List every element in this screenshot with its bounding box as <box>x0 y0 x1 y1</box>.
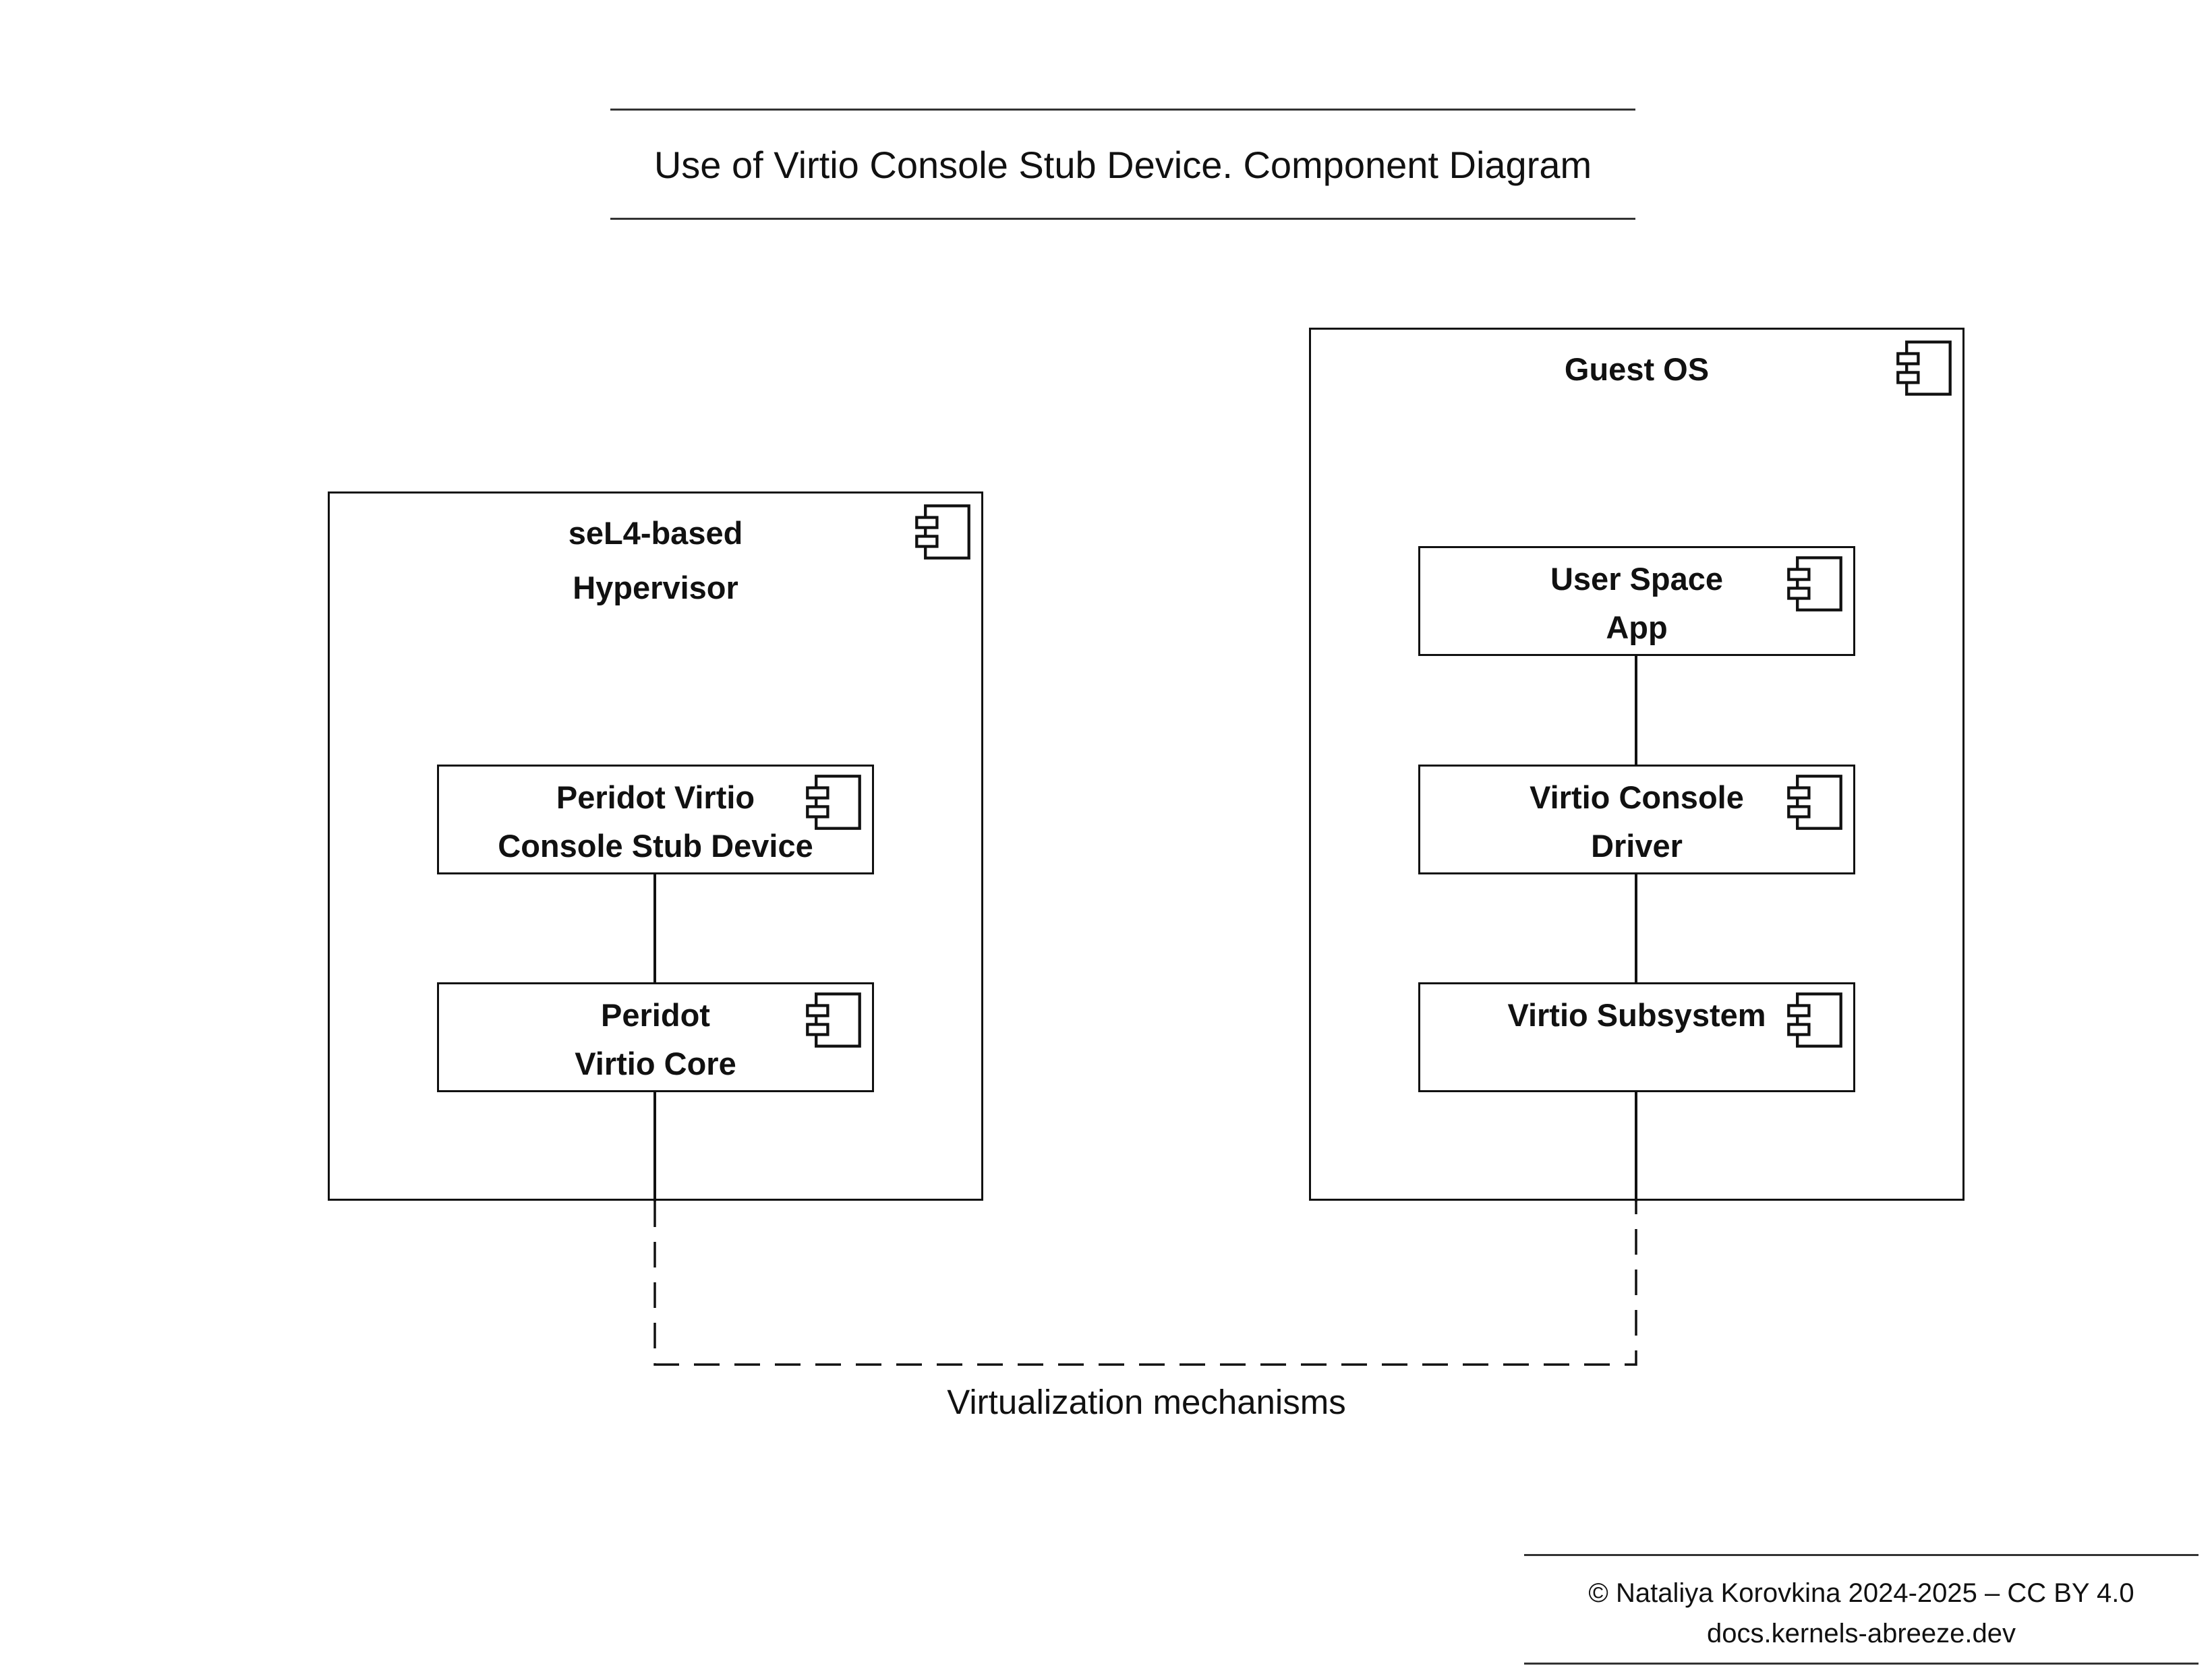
virtio-subsystem-component: Virtio Subsystem <box>1418 982 1855 1092</box>
console-driver-label: Virtio Console Driver <box>1530 779 1744 864</box>
footer-rule-top <box>1524 1554 2199 1556</box>
footer-copyright: © Nataliya Korovkina 2024-2025 – CC BY 4… <box>1588 1578 2134 1608</box>
title-rule-top <box>610 109 1635 111</box>
title-rule-bottom <box>610 218 1635 220</box>
component-icon <box>806 775 861 830</box>
user-app-component: User Space App <box>1418 546 1855 656</box>
connector-driver-to-subsystem <box>1635 874 1637 983</box>
component-icon <box>1787 992 1842 1048</box>
guest-os-label: Guest OS <box>1564 351 1710 387</box>
connector-app-to-driver <box>1635 656 1637 765</box>
component-icon <box>1787 775 1842 830</box>
virtio-subsystem-label: Virtio Subsystem <box>1507 997 1766 1033</box>
footer-site: docs.kernels-abreeze.dev <box>1706 1619 2016 1648</box>
virtio-core-label: Peridot Virtio Core <box>575 997 736 1081</box>
virtio-core-component: Peridot Virtio Core <box>437 982 874 1092</box>
connector-core-down <box>653 1092 656 1201</box>
connector-stub-to-core <box>653 874 656 983</box>
stub-device-label: Peridot Virtio Console Stub Device <box>498 779 813 864</box>
component-icon <box>1787 556 1842 611</box>
connector-subsystem-down <box>1635 1092 1637 1201</box>
hypervisor-label: seL4-based Hypervisor <box>568 515 743 605</box>
connection-label: Virtualization mechanisms <box>947 1383 1346 1421</box>
component-icon <box>806 992 861 1048</box>
stub-device-component: Peridot Virtio Console Stub Device <box>437 765 874 874</box>
component-icon <box>1896 340 1952 396</box>
console-driver-component: Virtio Console Driver <box>1418 765 1855 874</box>
component-icon <box>915 504 970 560</box>
footer-rule-bottom <box>1524 1663 2199 1665</box>
user-app-label: User Space App <box>1550 561 1724 645</box>
diagram-title: Use of Virtio Console Stub Device. Compo… <box>653 144 1592 186</box>
